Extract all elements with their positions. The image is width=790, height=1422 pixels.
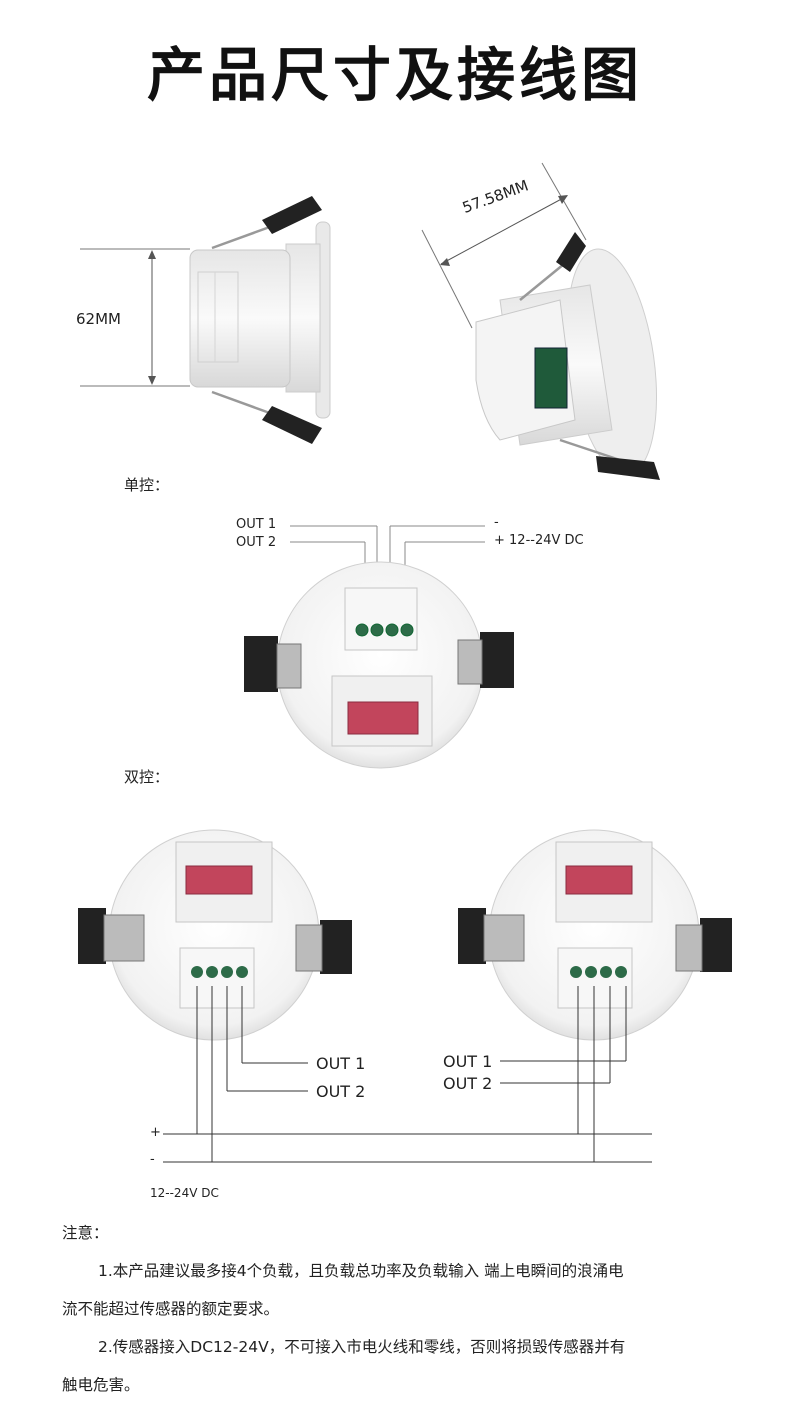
single-minus-label: -	[494, 515, 499, 530]
double-control-heading: 双控：	[124, 768, 170, 786]
single-control-heading: 单控：	[124, 476, 170, 494]
single-voltage-label: + 12--24V DC	[494, 533, 584, 548]
single-control-diagram	[244, 525, 514, 769]
note-2-line-1: 2.传感器接入DC12-24V，不可接入市电火线和零线，否则将损毁传感器并有	[98, 1338, 626, 1356]
height-dimension-label: 62MM	[76, 310, 121, 328]
left-out1-label: OUT 1	[316, 1054, 366, 1073]
right-out1-label: OUT 1	[443, 1052, 493, 1071]
notes-heading: 注意：	[62, 1224, 109, 1242]
page-title: 产品尺寸及接线图	[146, 41, 643, 109]
double-control-diagram	[78, 829, 732, 1163]
single-out1-label: OUT 1	[236, 517, 277, 532]
right-out2-label: OUT 2	[443, 1074, 493, 1093]
note-2-line-2: 触电危害。	[62, 1376, 140, 1394]
single-out2-label: OUT 2	[236, 535, 277, 550]
note-1-line-1: 1.本产品建议最多接4个负载，且负载总功率及负载输入 端上电瞬间的浪涌电	[98, 1262, 624, 1280]
notes-section: 注意： 1.本产品建议最多接4个负载，且负载总功率及负载输入 端上电瞬间的浪涌电…	[62, 1214, 722, 1404]
note-1-line-2: 流不能超过传感器的额定要求。	[62, 1300, 280, 1318]
left-out2-label: OUT 2	[316, 1082, 366, 1101]
sensor-angled-view	[421, 162, 660, 480]
supply-voltage-label: 12--24V DC	[150, 1186, 219, 1200]
sensor-side-view	[80, 196, 331, 444]
minus-rail-label: -	[150, 1152, 155, 1167]
plus-rail-label: +	[150, 1125, 161, 1140]
